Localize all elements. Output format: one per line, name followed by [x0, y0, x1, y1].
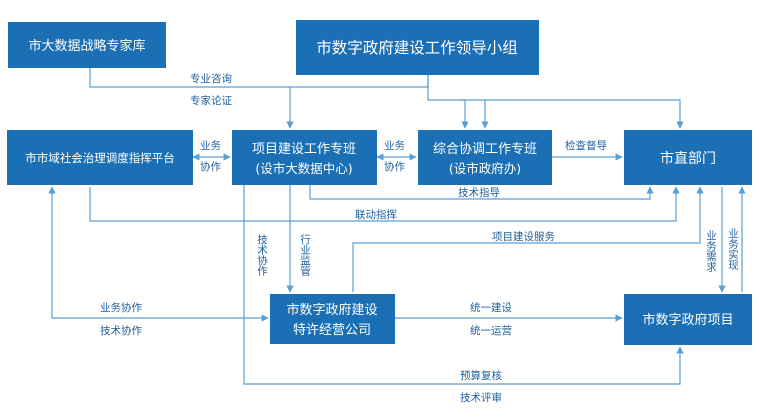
label-industry-sup-vertical: 行业监管 — [299, 233, 311, 277]
label-biz-demand-vertical: 业务需求 — [705, 230, 717, 272]
node-gov-projects: 市数字政府项目 — [624, 294, 752, 345]
svg-text:(设市大数据中心): (设市大数据中心) — [255, 161, 352, 176]
label-consult: 专业咨询 — [190, 72, 232, 85]
node-expert-pool: 市大数据战略专家库 — [8, 22, 166, 68]
label-joint-command: 联动指挥 — [355, 208, 397, 221]
node-company: 市数字政府建设 特许经营公司 — [270, 294, 395, 344]
node-city-depts: 市直部门 — [624, 130, 752, 185]
svg-text:(设市政府办): (设市政府办) — [449, 161, 521, 176]
label-tech-coop-vertical: 技术协作 — [256, 233, 268, 276]
label-biz-a2: 协作 — [200, 160, 221, 173]
label-project-service: 项目建设服务 — [492, 230, 555, 243]
svg-text:市直部门: 市直部门 — [660, 150, 716, 167]
label-biz-b1: 业务 — [384, 139, 405, 152]
svg-text:市数字政府建设: 市数字政府建设 — [286, 302, 377, 318]
edge-review-loop — [243, 185, 684, 385]
label-unified-ops: 统一运营 — [470, 324, 512, 337]
svg-text:市数字政府建设工作领导小组: 市数字政府建设工作领导小组 — [316, 39, 518, 57]
label-tech-guide: 技术指导 — [458, 186, 500, 199]
edge-project-service — [352, 186, 704, 292]
label-biz-impl-vertical: 业务实现 — [727, 228, 739, 270]
label-unified-build: 统一建设 — [470, 301, 512, 314]
edge-platform-company — [48, 186, 269, 322]
svg-text:综合协调工作专班: 综合协调工作专班 — [433, 142, 537, 157]
edge-leader-project — [286, 75, 429, 129]
edge-leader-coord — [427, 75, 469, 129]
label-tech-review: 技术评审 — [460, 391, 502, 404]
node-leading-group: 市数字政府建设工作领导小组 — [296, 20, 539, 75]
edge-labels: 专业咨询 专家论证 业务 协作 业务 协作 检查督导 技术指导 联动指挥 项目建… — [100, 72, 739, 404]
node-command-platform: 市市域社会治理调度指挥平台 — [7, 130, 193, 185]
svg-text:项目建设工作专班: 项目建设工作专班 — [252, 142, 356, 157]
label-budget-review: 预算复核 — [460, 369, 502, 382]
svg-text:特许经营公司: 特许经营公司 — [293, 323, 371, 338]
label-biz-b2: 协作 — [384, 160, 405, 173]
label-biz-a1: 业务 — [200, 139, 221, 152]
label-tech-coop: 技术协作 — [100, 324, 142, 337]
label-biz-coop: 业务协作 — [100, 301, 142, 314]
label-argue: 专家论证 — [190, 94, 232, 107]
connector-lines — [48, 68, 746, 385]
edge-tech-guide — [309, 185, 654, 200]
node-project-team: 项目建设工作专班 (设市大数据中心) — [232, 130, 377, 185]
node-coord-team: 综合协调工作专班 (设市政府办) — [418, 130, 552, 185]
svg-text:市数字政府项目: 市数字政府项目 — [642, 312, 733, 328]
edge-expert-consult — [89, 68, 290, 88]
label-inspect: 检查督导 — [565, 139, 607, 152]
svg-text:市大数据战略专家库: 市大数据战略专家库 — [28, 38, 145, 54]
svg-text:市市域社会治理调度指挥平台: 市市域社会治理调度指挥平台 — [25, 151, 175, 165]
edge-leader-depts — [460, 99, 684, 129]
